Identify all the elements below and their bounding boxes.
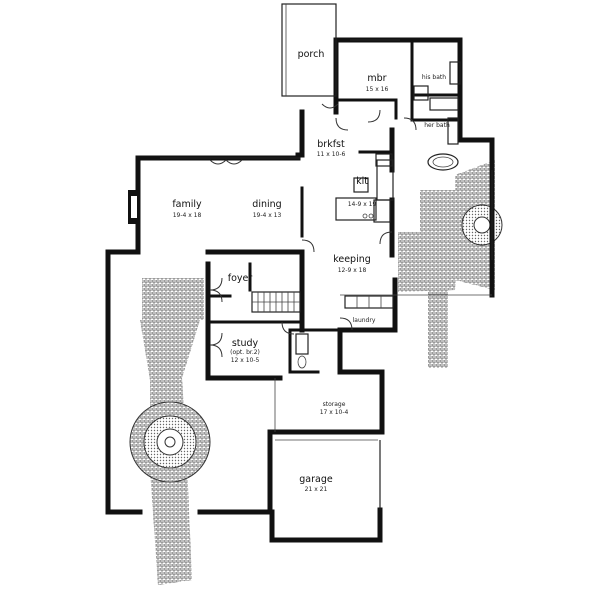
svg-text:study: study	[232, 338, 259, 349]
room-label-family: family 19-4 x 18	[172, 199, 202, 219]
doors	[209, 103, 417, 358]
rear-terrace	[398, 160, 503, 368]
front-circle-terrace	[129, 401, 211, 483]
room-label-dining: dining 19-4 x 13	[252, 199, 281, 219]
room-label-foyer: foyer	[228, 273, 253, 284]
room-label-study: study (opt. br.2) 12 x 10-5	[230, 338, 260, 364]
room-label-his-bath: his bath	[422, 74, 446, 81]
svg-text:porch: porch	[298, 49, 325, 60]
svg-text:brkfst: brkfst	[317, 139, 345, 150]
svg-text:her bath: her bath	[424, 122, 450, 129]
room-label-garage: garage 21 x 21	[299, 474, 333, 493]
svg-text:21 x 21: 21 x 21	[305, 486, 328, 493]
porch	[281, 3, 337, 97]
svg-text:(opt. br.2): (opt. br.2)	[230, 349, 260, 356]
room-label-kit: kit 14-9 x 19	[348, 176, 377, 208]
windows	[160, 39, 493, 510]
svg-text:19-4 x 13: 19-4 x 13	[253, 212, 282, 219]
svg-text:mbr: mbr	[367, 73, 386, 84]
svg-text:kit: kit	[356, 176, 368, 187]
bath-fixtures	[295, 61, 461, 369]
svg-text:family: family	[172, 199, 202, 210]
svg-text:12 x 10-5: 12 x 10-5	[231, 357, 260, 364]
room-label-brkfst: brkfst 11 x 10-6	[317, 139, 346, 158]
svg-text:his bath: his bath	[422, 74, 446, 81]
svg-text:laundry: laundry	[353, 317, 376, 324]
room-label-porch: porch	[298, 49, 325, 60]
svg-text:11 x 10-6: 11 x 10-6	[317, 151, 346, 158]
svg-text:17 x 10-4: 17 x 10-4	[320, 409, 349, 416]
svg-text:garage: garage	[299, 474, 333, 485]
stair	[251, 291, 301, 313]
room-label-her-bath: her bath	[424, 122, 450, 129]
room-label-mbr: mbr 15 x 16	[366, 73, 389, 93]
svg-text:dining: dining	[252, 199, 281, 210]
svg-text:keeping: keeping	[333, 254, 371, 265]
svg-text:19-4 x 18: 19-4 x 18	[173, 212, 202, 219]
svg-text:15 x 16: 15 x 16	[366, 86, 389, 93]
svg-text:12-9 x 18: 12-9 x 18	[338, 267, 367, 274]
room-label-keeping: keeping 12-9 x 18	[333, 254, 371, 274]
svg-text:foyer: foyer	[228, 273, 253, 284]
room-label-laundry: laundry	[353, 317, 376, 324]
svg-text:storage: storage	[323, 401, 346, 408]
kitchen-fixtures	[335, 153, 394, 223]
laundry-fixtures	[344, 295, 394, 309]
fireplace	[128, 190, 138, 224]
room-label-storage: storage 17 x 10-4	[320, 401, 349, 416]
svg-text:14-9 x 19: 14-9 x 19	[348, 201, 377, 208]
